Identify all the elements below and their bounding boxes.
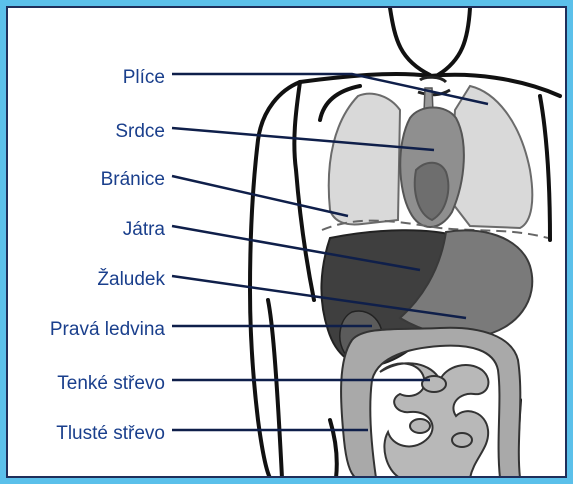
heart-shape — [400, 108, 464, 228]
label-heart: Srdce — [115, 121, 165, 143]
anatomy-illustration — [6, 6, 567, 478]
label-small-intestine: Tenké střevo — [57, 373, 165, 395]
label-large-intestine: Tlusté střevo — [56, 423, 165, 445]
label-stomach: Žaludek — [97, 269, 165, 291]
leader-line-diaphragm — [172, 176, 348, 216]
label-lungs: Plíce — [123, 67, 165, 89]
label-diaphragm: Bránice — [101, 169, 165, 191]
label-liver: Játra — [123, 219, 165, 241]
label-right-kidney: Pravá ledvina — [50, 319, 165, 341]
